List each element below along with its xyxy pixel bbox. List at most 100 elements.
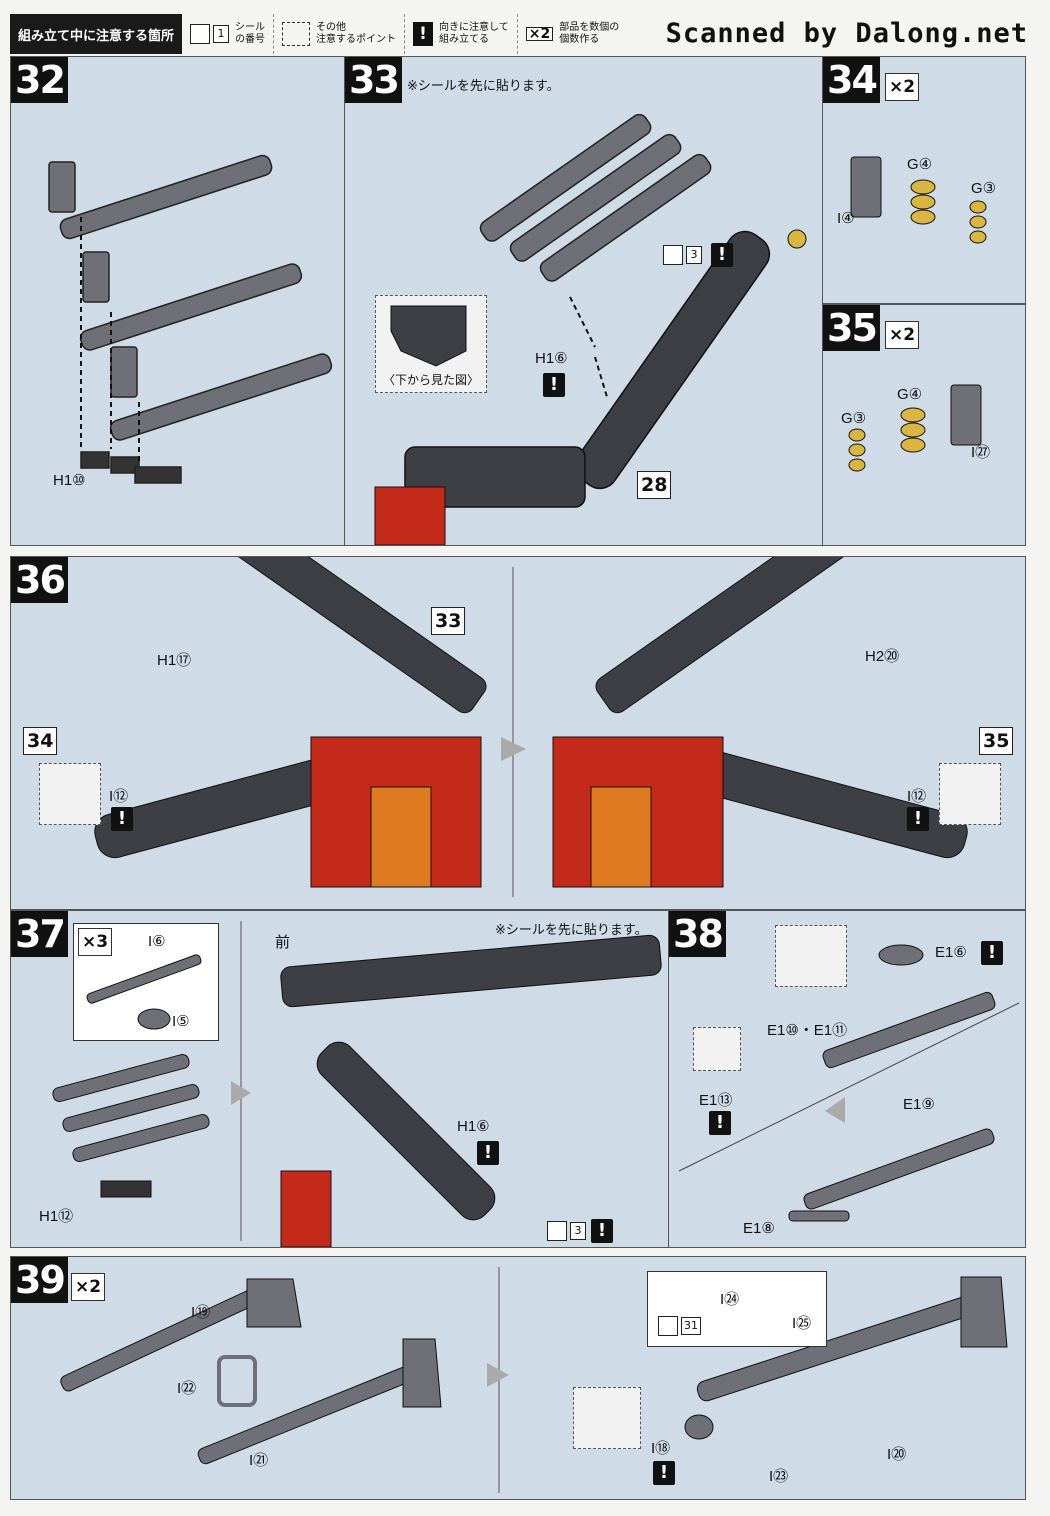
callout-step-35: 35: [979, 727, 1014, 755]
exclamation-icon: !: [111, 807, 133, 831]
rocket-subassembly-box: ×3 I⑥ I⑤: [73, 923, 219, 1041]
grenade-rack-illustration: [850, 156, 987, 244]
step-number: 35: [823, 305, 880, 351]
sight-subassembly-box: 31 I㉔ I㉕: [647, 1271, 827, 1347]
step-38-panel: 38 E1⑥ ! E1⑩・E1⑪ E1⑬ ! E1⑨ E1⑧: [668, 910, 1026, 1248]
legend-item-text: その他 注意するポイント: [316, 22, 397, 45]
part-label: I⑱: [651, 1440, 671, 1457]
seal-indicator: 3: [663, 245, 702, 265]
seal-indicator: 3: [547, 1221, 586, 1241]
grenade-rack-illustration: [848, 384, 982, 472]
part-label: I㉒: [177, 1380, 197, 1397]
legend-item-multiplier: ×2 部品を数個の 個数作る: [518, 14, 627, 54]
legend-item-text: シール の番号: [235, 22, 266, 45]
exclamation-icon: !: [907, 807, 929, 831]
part-label: E1⑥: [935, 944, 967, 961]
step-37-panel: 37 ×3 I⑥ I⑤ ※シールを先に貼ります。 前 H1⑫ H1⑥ ! 3 !: [10, 910, 670, 1248]
step-32-panel: 32 H1⑩: [10, 56, 346, 546]
part-label: I⑫: [109, 788, 129, 805]
disc-detail-inset: [573, 1387, 641, 1449]
rocket-assembly-illustration: [52, 921, 662, 1247]
exclamation-icon: !: [981, 941, 1003, 965]
part-label: H1⑥: [535, 350, 568, 367]
step-35-panel: 35 ×2 G④ G③ I㉗: [822, 304, 1026, 546]
step-number: 34: [823, 57, 880, 103]
multiplier-badge: ×2: [71, 1273, 106, 1301]
bottom-view-diagram: [390, 305, 467, 367]
step-number: 39: [11, 1257, 68, 1303]
callout-step-33: 33: [431, 607, 466, 635]
callout-step-34: 34: [23, 727, 58, 755]
disc-detail-inset: [39, 763, 101, 825]
exclamation-icon: !: [413, 22, 434, 46]
part-label: H1⑰: [157, 652, 192, 669]
part-label: H1⑫: [39, 1208, 74, 1225]
point-icon: [282, 22, 311, 46]
exclamation-icon: !: [477, 1141, 499, 1165]
legend-item-seal: 1 シール の番号: [182, 14, 275, 54]
part-label: I㉑: [249, 1452, 269, 1469]
part-label: G④: [907, 156, 933, 173]
part-label: G③: [841, 410, 867, 427]
disc-detail-inset: [939, 763, 1001, 825]
rocket-parts-diagram: [86, 954, 202, 1030]
bottom-view-inset: 〈下から見た図〉: [375, 295, 487, 393]
part-label: I⑳: [887, 1446, 907, 1463]
part-label: G③: [971, 180, 997, 197]
weapon-parts-illustration: [48, 154, 333, 484]
step-36-panel: 36 33 34 35 H1⑰ I⑫ ! H2⑳ I⑫ !: [10, 556, 1026, 910]
ring-detail-inset: [693, 1027, 741, 1071]
multiplier-badge: ×3: [78, 928, 113, 956]
seal-icon: 1: [190, 24, 230, 44]
part-label: I⑥: [148, 933, 166, 950]
exclamation-icon: !: [591, 1219, 613, 1243]
legend-item-direction: ! 向きに注意して 組み立てる: [405, 14, 518, 54]
step-number: 38: [669, 911, 726, 957]
part-label: E1⑨: [903, 1096, 935, 1113]
step-39-panel: 39 ×2 I⑲ I㉒ I㉑ 31 I㉔ I㉕ I⑱ ! I㉓ I⑳: [10, 1256, 1026, 1500]
part-label: I⑤: [172, 1013, 190, 1030]
multiplier-badge: ×2: [885, 73, 920, 101]
seal-icon: [658, 1316, 678, 1336]
part-label: H1⑥: [457, 1118, 490, 1135]
exclamation-icon: !: [543, 373, 565, 397]
exclamation-icon: !: [711, 243, 733, 267]
front-direction-label: 前: [275, 934, 291, 951]
step-number: 36: [11, 557, 68, 603]
seal-note: ※シールを先に貼ります。: [495, 923, 648, 938]
inset-caption: 〈下から見た図〉: [382, 373, 479, 387]
part-label: I㉔: [720, 1291, 740, 1308]
part-label: I㉓: [769, 1468, 789, 1485]
machine-gun-illustration: [678, 944, 1020, 1222]
seal-indicator: 31: [658, 1316, 701, 1336]
backpack-weapons-illustration: [94, 557, 968, 897]
legend-item-text: 向きに注意して 組み立てる: [439, 22, 509, 45]
step-number: 32: [11, 57, 68, 103]
exclamation-icon: !: [653, 1461, 675, 1485]
part-label: E1⑩・E1⑪: [767, 1022, 848, 1039]
part-label: I⑫: [907, 788, 927, 805]
seal-note: ※シールを先に貼ります。: [407, 79, 560, 94]
part-label: E1⑬: [699, 1092, 733, 1109]
exclamation-icon: !: [709, 1111, 731, 1135]
seal-icon: [663, 245, 683, 265]
part-label: G④: [897, 386, 923, 403]
step-34-panel: 34 ×2 G④ G③ I④: [822, 56, 1026, 304]
scan-credit: Scanned by Dalong.net: [665, 18, 1028, 49]
part-label: I④: [837, 210, 855, 227]
seal-icon: [547, 1221, 567, 1241]
step-number: 37: [11, 911, 68, 957]
part-label: H1⑩: [53, 472, 86, 489]
part-label: I㉕: [792, 1315, 812, 1332]
callout-step-28: 28: [637, 471, 672, 499]
legend-item-point: その他 注意するポイント: [274, 14, 406, 54]
step-33-panel: 33 ※シールを先に貼ります。 〈下から見た図〉 3 ! H1⑥ ! 28: [344, 56, 824, 546]
multiplier-badge: ×2: [885, 321, 920, 349]
bazooka-assembly-illustration: [374, 113, 807, 545]
multiplier-icon: ×2: [525, 27, 554, 41]
part-label: E1⑧: [743, 1220, 775, 1237]
step-number: 33: [345, 57, 402, 103]
bazooka-illustration: [60, 1267, 1008, 1493]
part-label: I⑲: [191, 1304, 211, 1321]
legend-title: 組み立て中に注意する箇所: [10, 14, 183, 54]
